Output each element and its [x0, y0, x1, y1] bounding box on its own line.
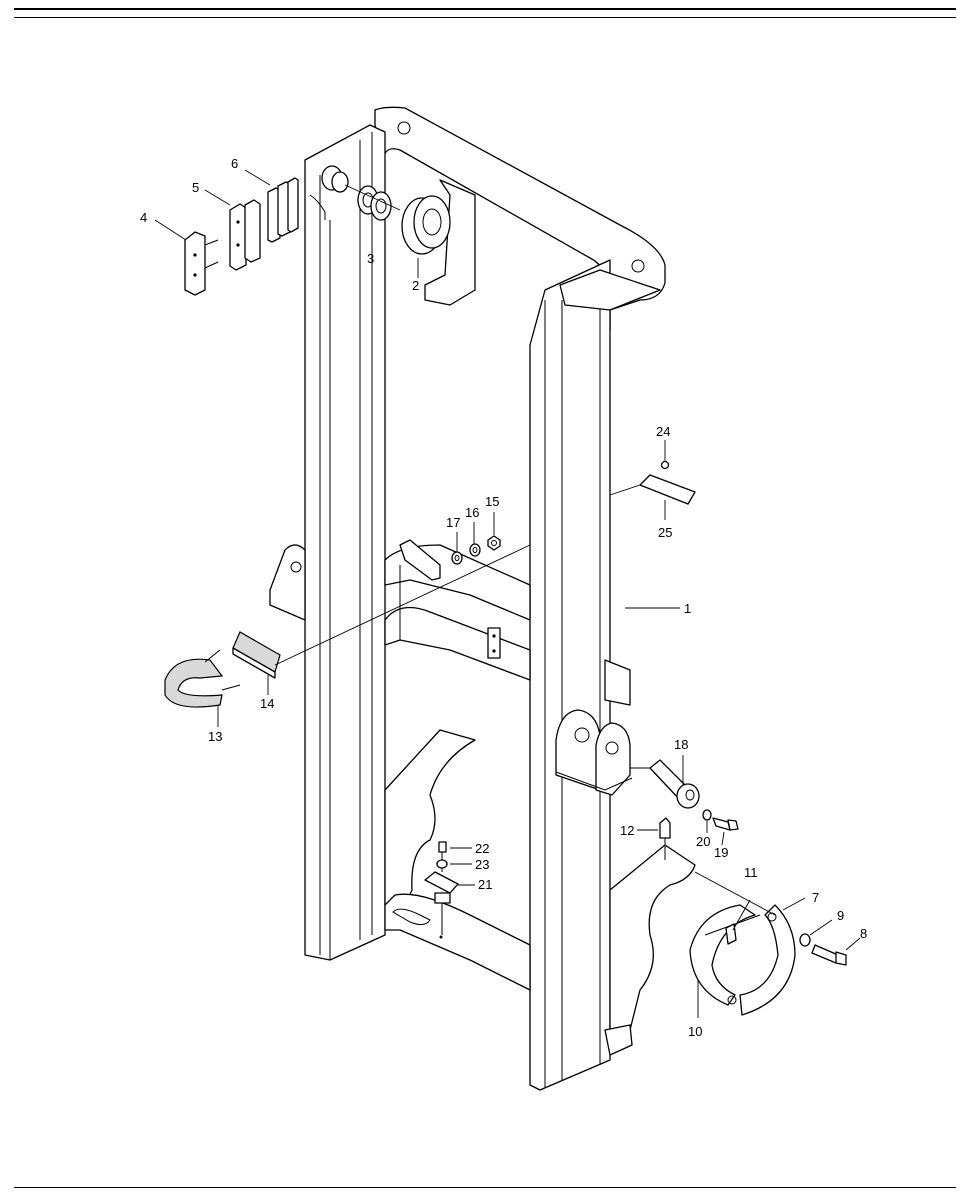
bearing-2 — [401, 195, 451, 255]
header-rule-thick — [14, 8, 956, 10]
callout-20: 20 — [696, 834, 710, 849]
shim-6 — [267, 177, 299, 243]
callout-9: 9 — [837, 908, 844, 923]
callout-19: 19 — [714, 845, 728, 860]
callout-16: 16 — [465, 505, 479, 520]
clamp-13 — [164, 649, 241, 708]
bolt-8 — [811, 944, 847, 966]
callout-labels: 1 2 3 4 5 6 7 8 9 10 11 12 13 14 15 16 1… — [140, 156, 867, 1039]
callout-13: 13 — [208, 729, 222, 744]
callout-23: 23 — [475, 857, 489, 872]
callout-14: 14 — [260, 696, 274, 711]
cap-10-11 — [689, 904, 761, 1006]
pad-14 — [232, 631, 281, 679]
callout-17: 17 — [446, 515, 460, 530]
washer-20 — [702, 809, 712, 821]
callout-4: 4 — [140, 210, 147, 225]
callout-1: 1 — [684, 601, 691, 616]
washer-9 — [799, 933, 811, 947]
mast-frame — [269, 106, 696, 1091]
callout-10: 10 — [688, 1024, 702, 1039]
cap-7 — [727, 904, 796, 1016]
callout-6: 6 — [231, 156, 238, 171]
leader-lines — [154, 169, 861, 1018]
callout-15: 15 — [485, 494, 499, 509]
callout-18: 18 — [674, 737, 688, 752]
footer-rule — [14, 1187, 956, 1188]
callout-8: 8 — [860, 926, 867, 941]
callout-7: 7 — [812, 890, 819, 905]
callout-12: 12 — [620, 823, 634, 838]
plate-25 — [639, 474, 696, 505]
block-21 — [424, 871, 459, 939]
screw-24 — [660, 460, 670, 470]
pin-18 — [649, 759, 700, 809]
callout-24: 24 — [656, 424, 670, 439]
nut-15 — [487, 535, 501, 551]
callout-21: 21 — [478, 877, 492, 892]
fitting-12 — [659, 817, 671, 860]
bolt-19 — [712, 817, 739, 831]
washer-17 — [451, 551, 463, 565]
plate-5 — [229, 199, 261, 271]
washer-23 — [436, 859, 448, 869]
callout-3: 3 — [367, 251, 374, 266]
callout-25: 25 — [658, 525, 672, 540]
callout-22: 22 — [475, 841, 489, 856]
callout-2: 2 — [412, 278, 419, 293]
header-rule-thin — [14, 17, 956, 18]
plate-4 — [184, 231, 219, 296]
callout-5: 5 — [192, 180, 199, 195]
washer-16 — [469, 543, 481, 557]
callout-11: 11 — [744, 865, 758, 880]
